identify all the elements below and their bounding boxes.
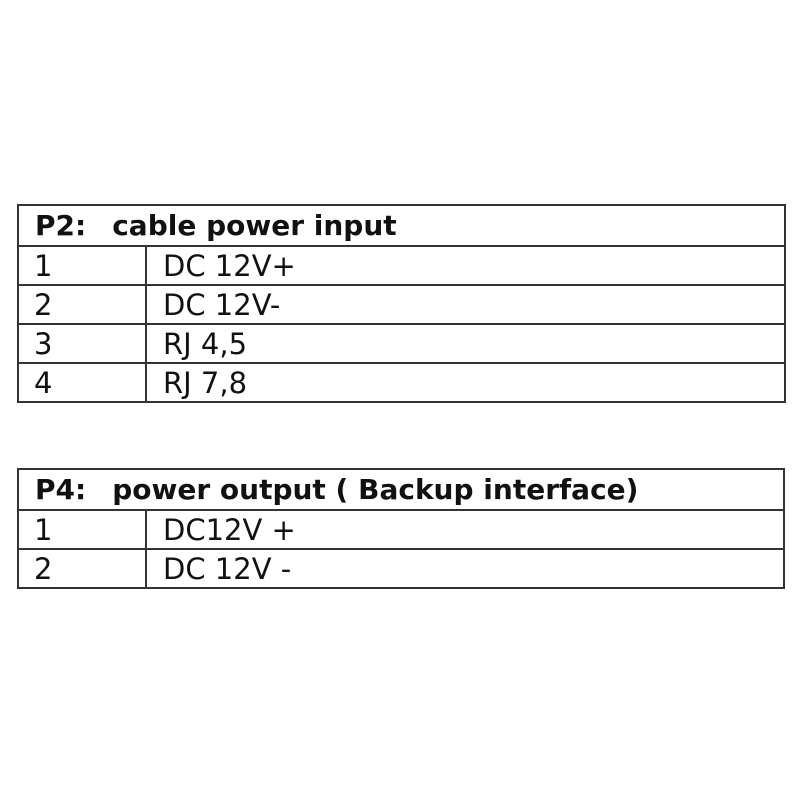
p2-header-row: P2: cable power input: [17, 204, 786, 247]
pin-number-cell: 3: [17, 323, 147, 364]
signal-name-cell: DC 12V -: [145, 548, 785, 589]
signal-name-cell: DC12V +: [145, 509, 785, 550]
p2-connector-code: P2:: [35, 209, 87, 242]
signal-name-cell: DC 12V+: [145, 245, 786, 286]
signal-name-cell: RJ 4,5: [145, 323, 786, 364]
pin-number-cell: 4: [17, 362, 147, 403]
signal-name-cell: RJ 7,8: [145, 362, 786, 403]
p2-table-title: cable power input: [112, 209, 397, 242]
p4-table-header: P4: power output ( Backup interface): [17, 468, 785, 511]
pin-number-cell: 2: [17, 548, 147, 589]
pin-number-cell: 2: [17, 284, 147, 325]
p4-table-title: power output ( Backup interface): [112, 473, 639, 506]
pin-number-cell: 1: [17, 245, 147, 286]
p2-table-header: P2: cable power input: [17, 204, 786, 247]
pin-number-cell: 1: [17, 509, 147, 550]
signal-name-cell: DC 12V-: [145, 284, 786, 325]
p4-connector-code: P4:: [35, 473, 87, 506]
p4-header-row: P4: power output ( Backup interface): [17, 468, 785, 511]
